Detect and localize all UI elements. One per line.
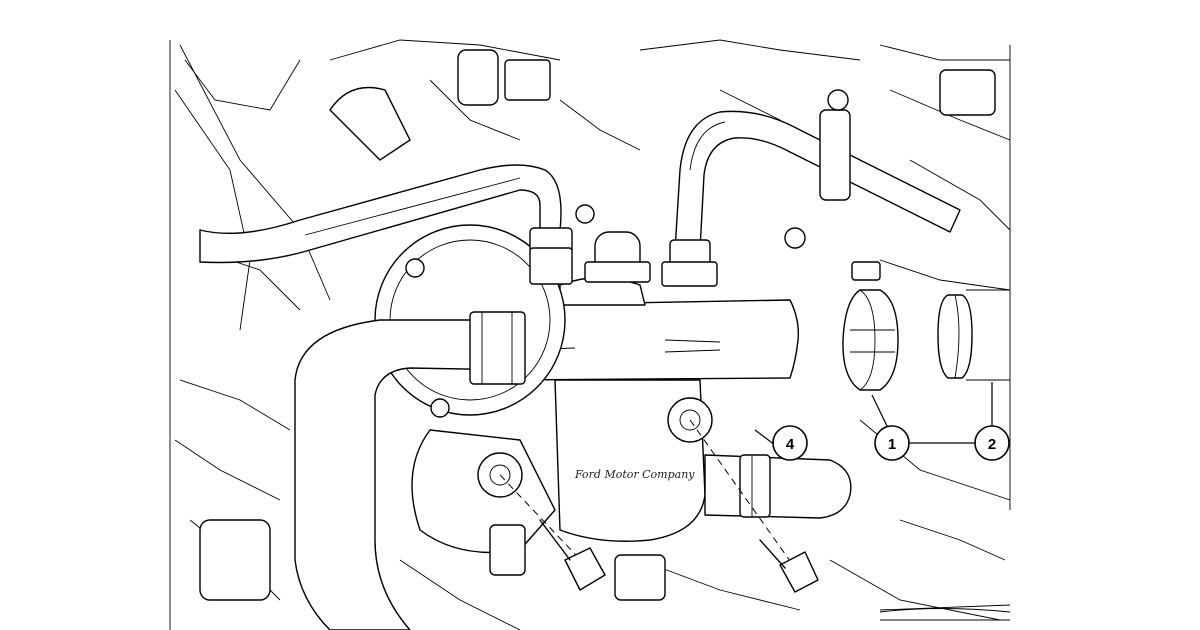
callout-2-label: 2 xyxy=(988,436,996,453)
ford-logo-text: Ford Motor Company xyxy=(574,468,695,481)
callout-leaders xyxy=(754,382,993,446)
callout-1-label: 1 xyxy=(888,436,896,453)
lower-engine-parts xyxy=(199,519,1011,621)
exploded-bolts xyxy=(499,419,819,593)
upper-left-hose xyxy=(199,164,562,264)
sensor-connectors xyxy=(329,49,996,201)
callout-1: 1 xyxy=(874,425,910,461)
callout-4: 4 xyxy=(772,425,808,461)
hose-clamps xyxy=(529,227,718,287)
callout-2: 2 xyxy=(974,425,1010,461)
upper-right-hose xyxy=(674,110,961,251)
lower-right-hose xyxy=(704,454,852,519)
exploded-hose-clamp xyxy=(842,261,899,391)
exploded-seal xyxy=(937,289,1010,381)
callout-4-label: 4 xyxy=(786,436,795,453)
